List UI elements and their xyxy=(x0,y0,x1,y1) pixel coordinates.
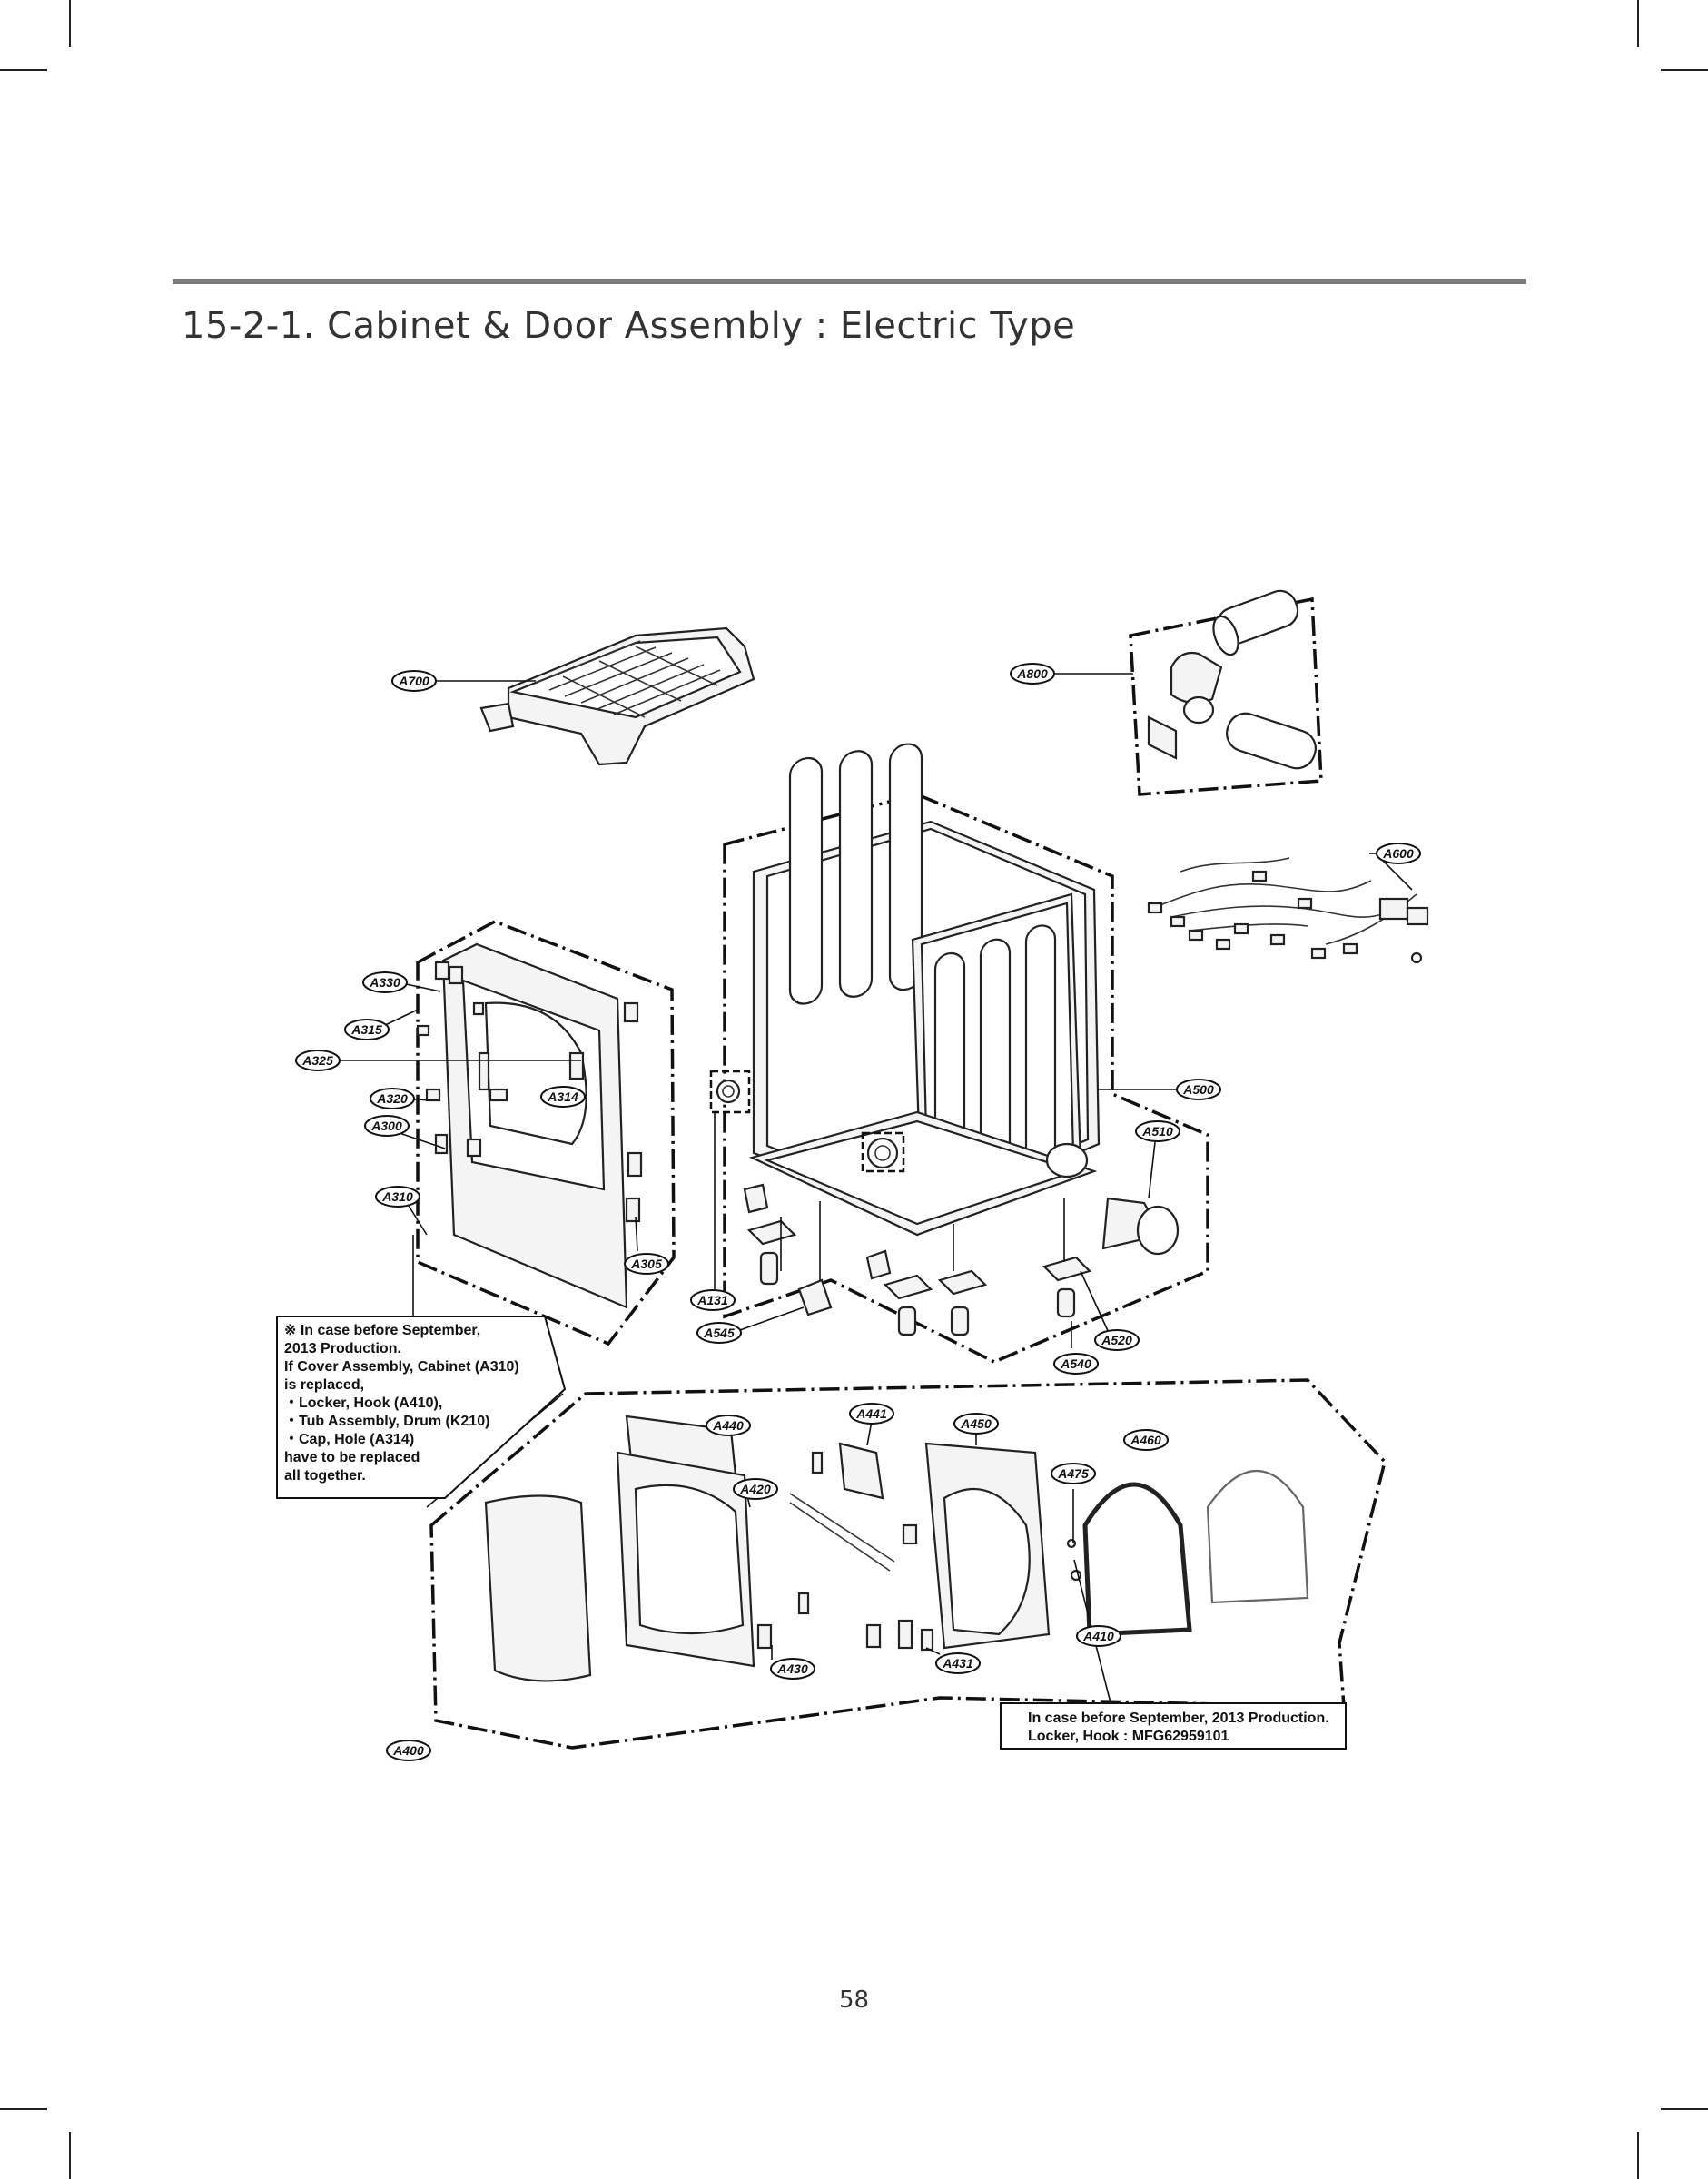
svg-text:A300: A300 xyxy=(370,1119,402,1133)
svg-text:A315: A315 xyxy=(350,1022,382,1037)
svg-text:A700: A700 xyxy=(398,674,429,688)
crop-mark-bottom-right-v xyxy=(1637,2132,1639,2179)
svg-text:A314: A314 xyxy=(547,1090,578,1104)
label-a410: A410 xyxy=(1076,1625,1121,1647)
svg-text:A325: A325 xyxy=(301,1053,333,1068)
note-locker-hook: In case before September, 2013 Productio… xyxy=(1000,1702,1347,1750)
svg-text:※ In case before September,: ※ In case before September, xyxy=(284,1323,480,1338)
label-a315: A315 xyxy=(344,1019,390,1040)
crop-mark-top-left-v xyxy=(69,0,71,47)
svg-text:・Locker, Hook (A410),: ・Locker, Hook (A410), xyxy=(284,1395,442,1411)
part-a600-harness xyxy=(1147,857,1429,964)
note-cabinet-replacement: ※ In case before September, 2013 Product… xyxy=(276,1316,567,1499)
label-a314: A314 xyxy=(540,1086,586,1108)
crop-mark-bottom-left-v xyxy=(69,2132,71,2179)
svg-text:A420: A420 xyxy=(739,1482,771,1496)
label-a310: A310 xyxy=(375,1186,420,1208)
label-a545: A545 xyxy=(696,1322,742,1344)
svg-text:A431: A431 xyxy=(942,1656,973,1671)
part-a310-front-cover-group xyxy=(416,920,676,1346)
label-a400: A400 xyxy=(386,1740,431,1761)
crop-mark-top-left-h xyxy=(0,69,47,71)
svg-text:A475: A475 xyxy=(1057,1466,1089,1481)
label-a305: A305 xyxy=(624,1253,669,1275)
label-a500: A500 xyxy=(1176,1079,1221,1100)
svg-text:・Tub Assembly, Drum (K210): ・Tub Assembly, Drum (K210) xyxy=(284,1414,489,1429)
crop-mark-top-right-h xyxy=(1661,69,1708,71)
label-a540: A540 xyxy=(1053,1353,1099,1375)
svg-text:A131: A131 xyxy=(696,1293,728,1307)
svg-text:A510: A510 xyxy=(1141,1124,1173,1139)
svg-text:all together.: all together. xyxy=(284,1468,366,1484)
label-a330: A330 xyxy=(362,971,408,993)
label-a320: A320 xyxy=(370,1088,415,1109)
svg-text:A410: A410 xyxy=(1082,1629,1114,1643)
label-a325: A325 xyxy=(295,1050,341,1071)
label-a420: A420 xyxy=(733,1478,778,1500)
label-a475: A475 xyxy=(1051,1463,1096,1484)
part-a800-duct-group xyxy=(1129,589,1323,796)
label-a460: A460 xyxy=(1123,1429,1169,1451)
label-a800: A800 xyxy=(1010,663,1055,685)
svg-text:In case before September, 2013: In case before September, 2013 Productio… xyxy=(1028,1711,1329,1726)
svg-text:A450: A450 xyxy=(960,1416,992,1431)
svg-text:A600: A600 xyxy=(1382,846,1414,861)
crop-mark-bottom-left-h xyxy=(0,2108,47,2110)
label-a430: A430 xyxy=(770,1658,815,1680)
svg-text:A545: A545 xyxy=(703,1326,735,1340)
page-title: 15-2-1. Cabinet & Door Assembly : Electr… xyxy=(182,305,1076,347)
svg-text:A460: A460 xyxy=(1130,1433,1161,1447)
svg-text:A310: A310 xyxy=(381,1189,413,1204)
section-rule xyxy=(173,279,1526,284)
svg-text:A400: A400 xyxy=(392,1743,424,1758)
svg-text:A430: A430 xyxy=(776,1661,808,1676)
svg-text:A441: A441 xyxy=(855,1406,887,1421)
label-a510: A510 xyxy=(1135,1120,1180,1142)
crop-mark-bottom-right-h xyxy=(1661,2108,1708,2110)
label-a441: A441 xyxy=(849,1403,894,1425)
page-number: 58 xyxy=(838,1987,870,2014)
svg-text:A440: A440 xyxy=(712,1418,744,1433)
svg-text:A320: A320 xyxy=(376,1091,408,1106)
part-a400-door-group xyxy=(429,1378,1387,1750)
svg-text:A305: A305 xyxy=(630,1257,662,1271)
svg-text:A540: A540 xyxy=(1060,1356,1091,1371)
label-a131: A131 xyxy=(690,1289,736,1311)
crop-mark-top-right-v xyxy=(1637,0,1639,47)
part-a700-tray xyxy=(479,626,755,766)
label-a450: A450 xyxy=(953,1413,999,1435)
svg-text:have to be replaced: have to be replaced xyxy=(284,1450,420,1465)
label-a520: A520 xyxy=(1094,1329,1140,1351)
label-a431: A431 xyxy=(935,1652,981,1674)
svg-text:A520: A520 xyxy=(1101,1333,1132,1347)
svg-text:・Cap, Hole (A314): ・Cap, Hole (A314) xyxy=(284,1432,414,1447)
svg-text:is replaced,: is replaced, xyxy=(284,1377,364,1393)
label-a600: A600 xyxy=(1376,843,1421,864)
label-a300: A300 xyxy=(364,1115,410,1137)
svg-text:2013 Production.: 2013 Production. xyxy=(284,1341,401,1356)
label-a700: A700 xyxy=(391,670,437,692)
svg-text:A500: A500 xyxy=(1182,1082,1214,1097)
label-a440: A440 xyxy=(706,1415,751,1436)
svg-text:If Cover Assembly, Cabinet (A3: If Cover Assembly, Cabinet (A310) xyxy=(284,1359,519,1375)
svg-text:A330: A330 xyxy=(369,975,400,990)
svg-text:A800: A800 xyxy=(1016,666,1048,681)
svg-text:Locker, Hook : MFG62959101: Locker, Hook : MFG62959101 xyxy=(1028,1729,1229,1744)
part-a500-cabinet-group xyxy=(709,743,1209,1364)
